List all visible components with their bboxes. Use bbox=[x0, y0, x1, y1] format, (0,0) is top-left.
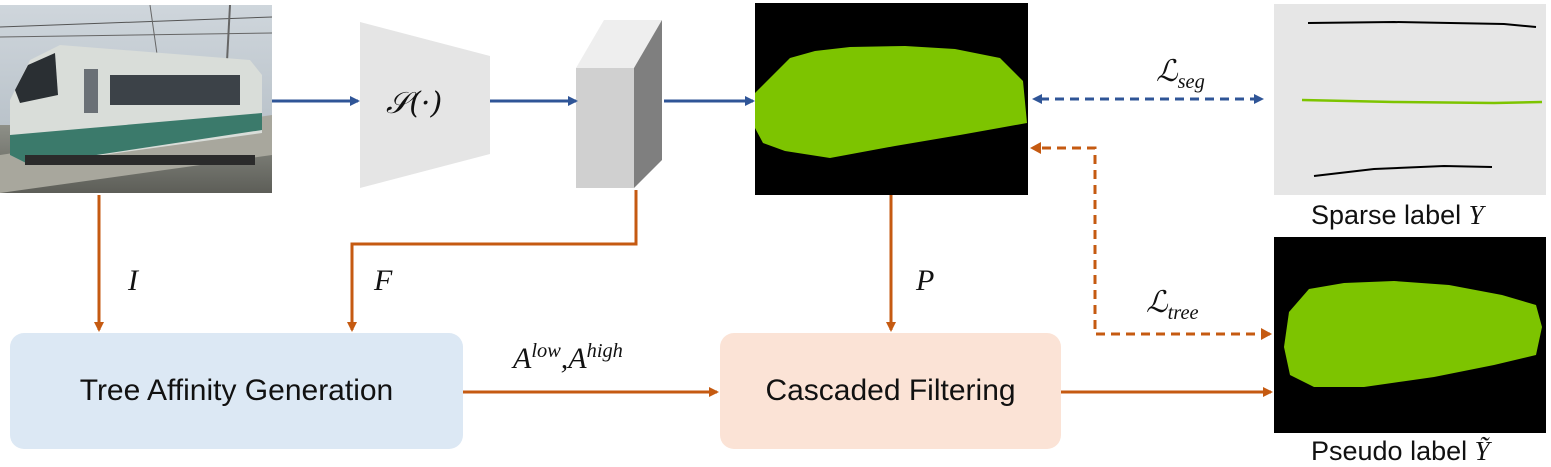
cascaded-filtering-label: Cascaded Filtering bbox=[765, 374, 1016, 407]
image-var-label: I bbox=[128, 264, 138, 297]
prediction-mask bbox=[755, 3, 1028, 195]
pseudo-caption-text: Pseudo label bbox=[1311, 436, 1468, 466]
sparse-label-caption: Sparse label Y bbox=[1311, 200, 1484, 231]
affinity-base-low: A bbox=[513, 342, 532, 375]
affinity-sup-low: low bbox=[531, 340, 561, 362]
pseudo-label-image bbox=[1274, 237, 1546, 433]
tree-loss-sub: tree bbox=[1167, 302, 1199, 324]
sparse-label-image bbox=[1274, 4, 1546, 195]
tree-loss-base: ℒ bbox=[1146, 285, 1168, 320]
pseudo-caption-var: Ỹ bbox=[1474, 436, 1490, 466]
tree-loss-label: ℒtree bbox=[1146, 285, 1199, 325]
feature-map-block bbox=[576, 20, 662, 188]
encoder-label: 𝒮(·) bbox=[386, 86, 443, 121]
arrow-feature-to-tree bbox=[347, 190, 638, 332]
feature-var-label: F bbox=[374, 264, 393, 297]
sparse-caption-text: Sparse label bbox=[1311, 200, 1462, 230]
pseudo-label-caption: Pseudo label Ỹ bbox=[1311, 436, 1490, 467]
input-image bbox=[0, 5, 272, 193]
tree-affinity-box: Tree Affinity Generation bbox=[10, 333, 463, 449]
seg-loss-label: ℒseg bbox=[1156, 54, 1205, 94]
affinity-base-high: A bbox=[568, 342, 587, 375]
affinity-sup-high: high bbox=[586, 340, 623, 362]
cascaded-filtering-box: Cascaded Filtering bbox=[720, 333, 1061, 449]
pred-var-label: P bbox=[916, 264, 935, 297]
encoder-block bbox=[360, 22, 490, 188]
tree-affinity-label: Tree Affinity Generation bbox=[79, 374, 394, 407]
seg-loss-sub: seg bbox=[1177, 71, 1205, 93]
seg-loss-base: ℒ bbox=[1156, 54, 1178, 89]
sparse-caption-var: Y bbox=[1468, 200, 1484, 230]
affinity-separator: , bbox=[560, 342, 569, 375]
affinity-label: Alow,Ahigh bbox=[513, 340, 623, 376]
